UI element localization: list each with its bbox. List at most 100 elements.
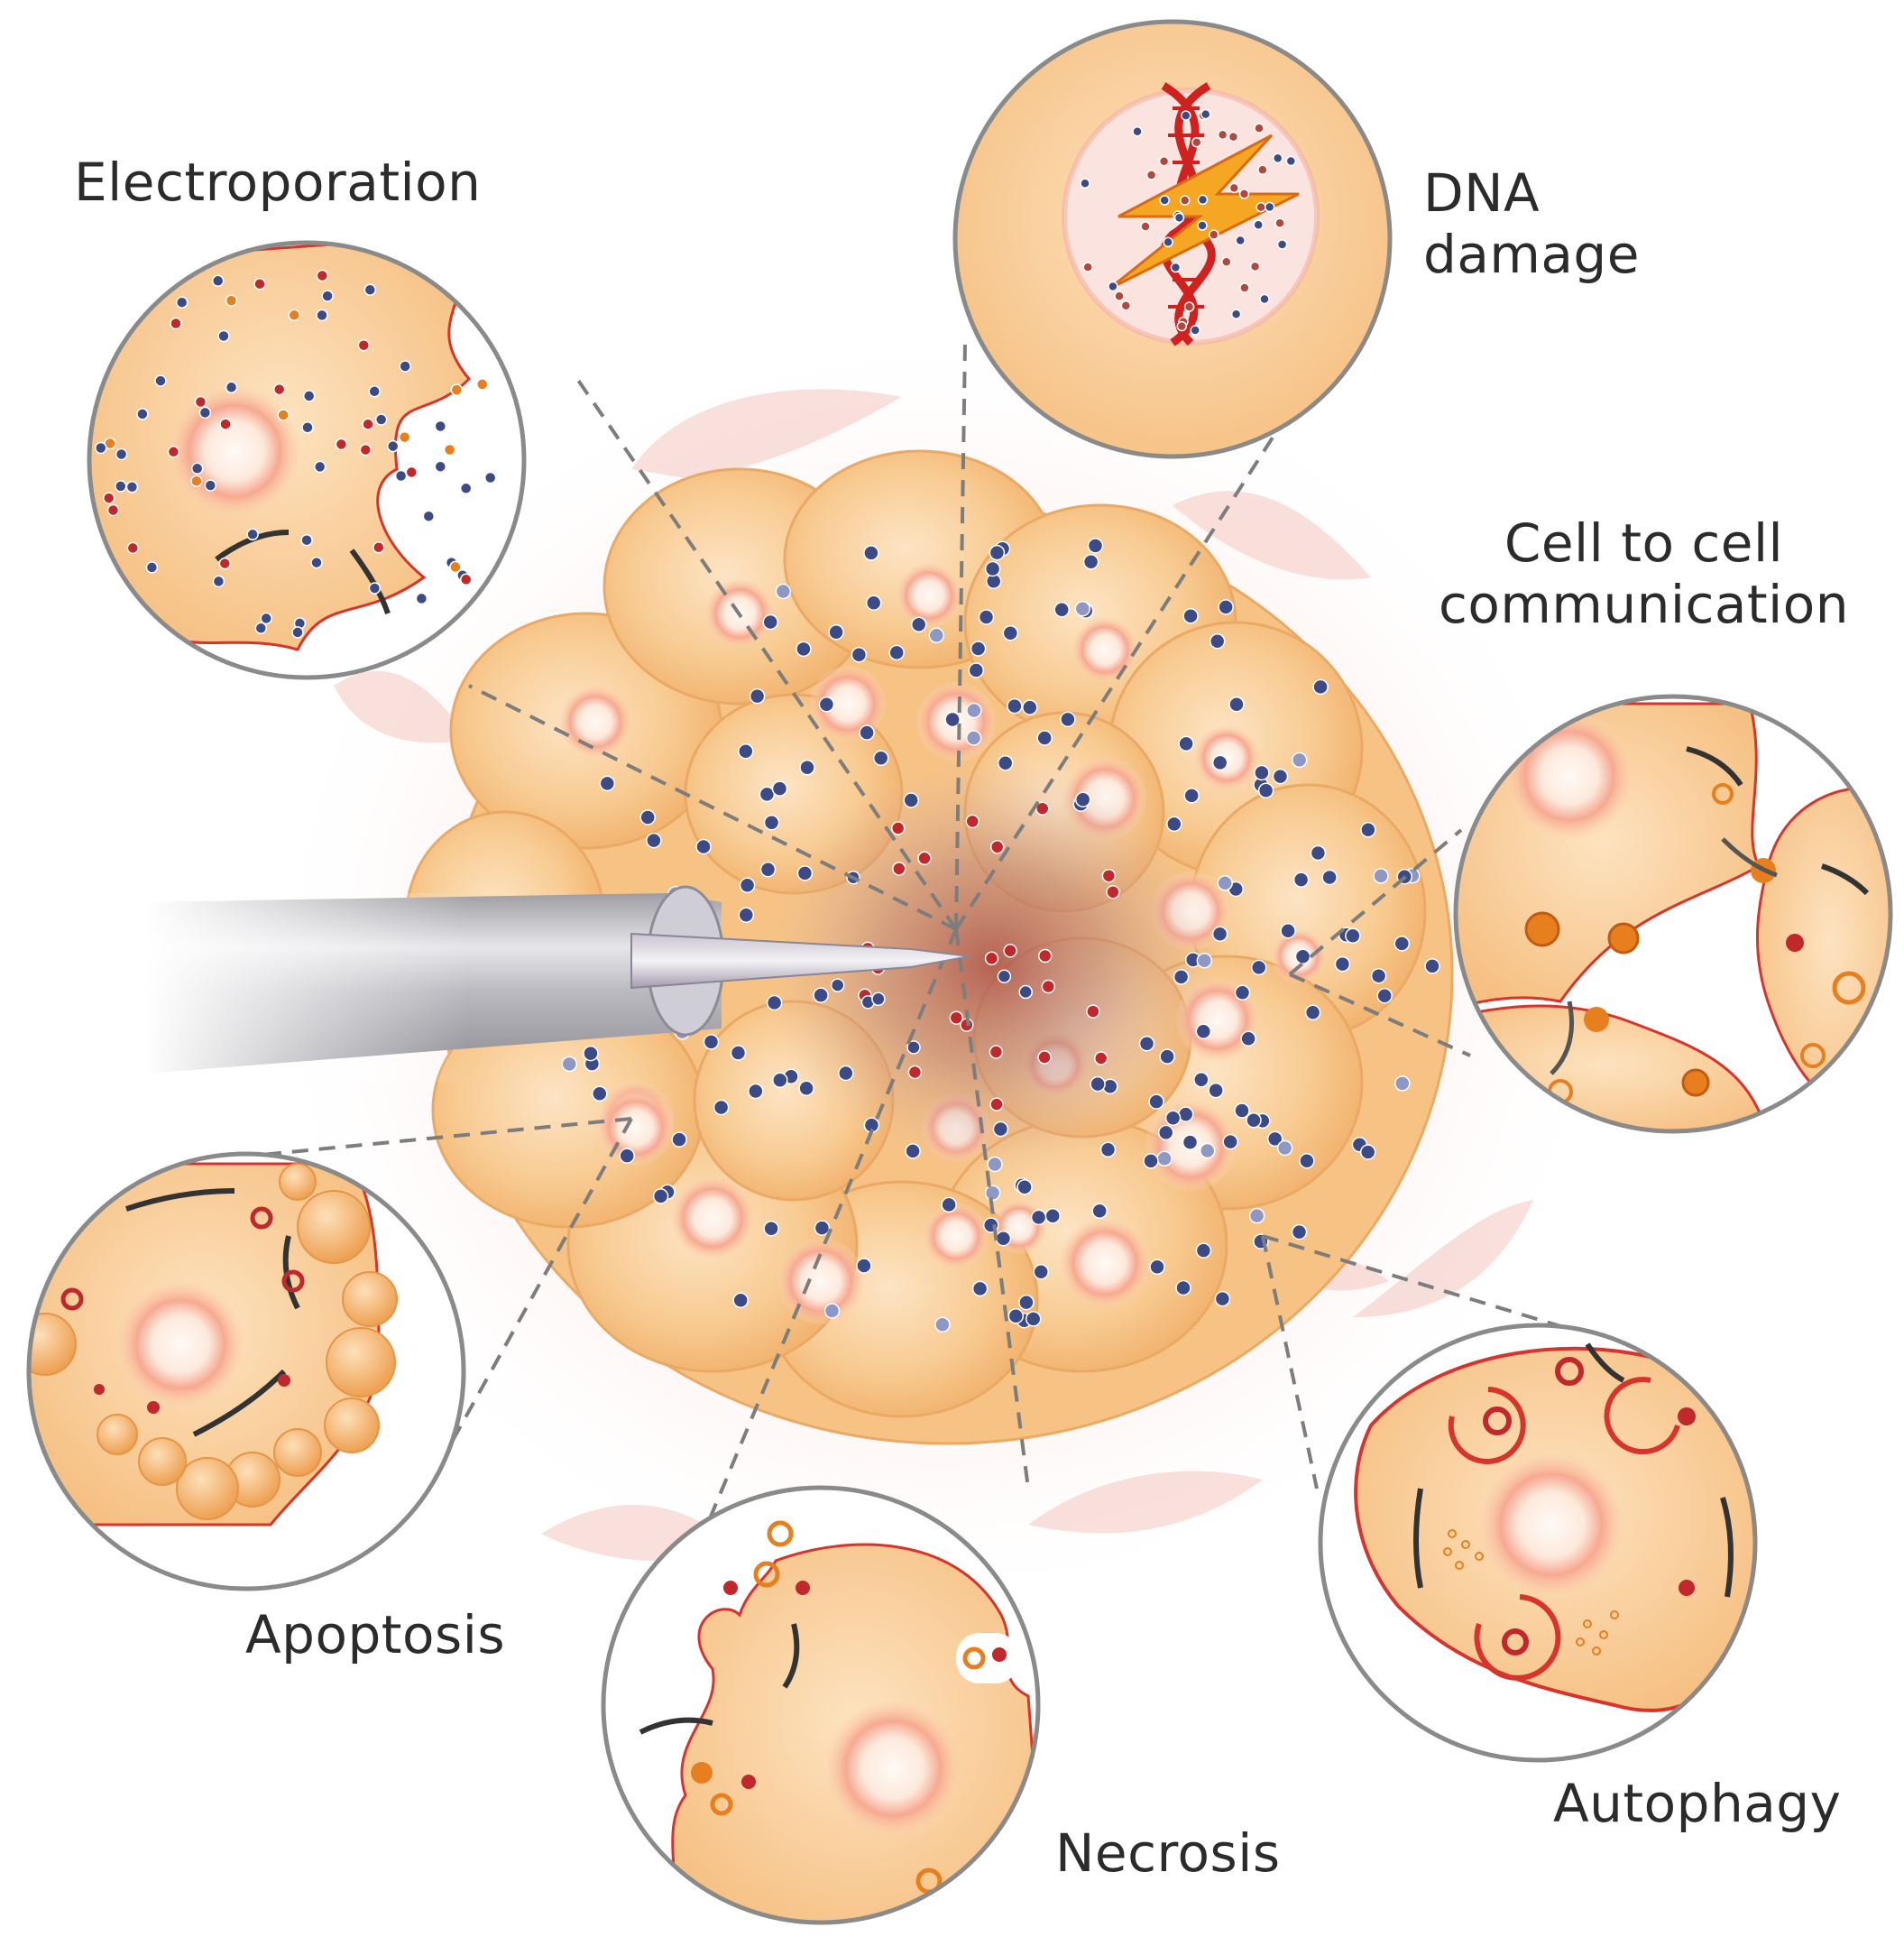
anion-particle [1228, 696, 1245, 713]
ion-particle [374, 413, 388, 426]
anion-particle [1007, 697, 1023, 715]
anion-particle [851, 647, 868, 663]
ion-particle [368, 582, 382, 595]
anion-particle [934, 1316, 951, 1333]
ion-particle [449, 560, 462, 574]
cation-particle [890, 821, 906, 835]
ion-particle [125, 481, 139, 493]
anion-particle [771, 780, 788, 797]
ion-particle [1228, 182, 1240, 194]
cation-particle [907, 1065, 923, 1080]
label-apoptosis: Apoptosis [245, 1604, 506, 1665]
ion-particle [1082, 262, 1093, 272]
cation-particle [1018, 984, 1033, 1000]
label-dna-damage-line2: damage [1423, 224, 1640, 286]
anion-particle [1082, 554, 1099, 570]
ion-particle [136, 408, 149, 420]
ion-particle [316, 269, 329, 282]
ion-particle [95, 441, 107, 455]
cation-particle [1037, 948, 1053, 964]
anion-particle [1266, 1130, 1283, 1148]
ion-particle [313, 460, 327, 474]
ion-particle [277, 409, 290, 421]
anion-particle [905, 1143, 921, 1159]
anion-particle [1173, 969, 1190, 985]
ion-particle [386, 439, 400, 453]
electroporation-inset [87, 240, 527, 680]
anion-particle [1214, 1290, 1231, 1307]
ion-particle [1173, 212, 1185, 224]
anion-particle [1254, 764, 1270, 781]
anion-particle [619, 1148, 635, 1164]
ion-particle [115, 480, 127, 493]
ion-particle [300, 533, 313, 547]
ion-particle [217, 329, 230, 343]
anion-particle [1345, 927, 1361, 944]
cation-particle [984, 951, 999, 966]
ion-particle [126, 541, 140, 555]
anion-particle [1257, 782, 1274, 799]
anion-particle [910, 616, 927, 633]
ion-particle [363, 283, 377, 296]
anion-particle [872, 750, 889, 767]
cation-particle [1101, 868, 1117, 883]
ion-particle [310, 556, 323, 569]
anion-particle [1036, 730, 1053, 746]
anion-particle [1199, 1142, 1216, 1159]
ion-particle [1217, 129, 1228, 141]
anion-particle [759, 862, 777, 878]
anion-particle [749, 687, 766, 705]
ion-particle [225, 381, 238, 394]
ion-particle [194, 395, 207, 409]
anion-particle [1373, 868, 1389, 884]
anion-particle [799, 760, 815, 776]
anion-particle [1234, 1102, 1250, 1119]
ion-particle [405, 466, 419, 479]
ion-particle [1257, 164, 1268, 175]
ion-particle [1256, 201, 1266, 213]
anion-particle [1044, 1208, 1061, 1224]
ion-particle [154, 374, 167, 387]
anion-particle [1091, 1203, 1108, 1220]
anion-particle [978, 609, 995, 625]
anion-particle [1394, 936, 1411, 952]
ion-particle [1080, 178, 1090, 189]
cation-particle [997, 969, 1012, 983]
ion-particle [422, 510, 436, 522]
anion-particle [1090, 1075, 1106, 1093]
ion-particle [1239, 282, 1250, 293]
anion-particle [775, 583, 792, 600]
anion-particle [818, 696, 835, 713]
ion-particle [1176, 320, 1188, 332]
anion-particle [1195, 1023, 1212, 1039]
anion-particle [1087, 538, 1104, 554]
ion-particle [1249, 261, 1261, 272]
anion-particle [1209, 632, 1226, 650]
ion-particle [1228, 131, 1239, 143]
anion-particle [739, 877, 756, 894]
anion-particle [1196, 953, 1213, 969]
ion-particle [219, 418, 232, 430]
anion-particle [971, 1280, 989, 1297]
ion-particle [373, 540, 385, 554]
anion-particle [671, 1131, 687, 1148]
anion-particle [965, 730, 982, 746]
anion-particle [738, 907, 755, 924]
ion-particle [1221, 256, 1232, 267]
cation-particle [906, 1040, 921, 1055]
anion-particle [941, 1196, 957, 1213]
anion-particle [970, 641, 987, 657]
ion-particle [288, 309, 300, 322]
anion-particle [814, 1220, 831, 1236]
anion-particle [1193, 1072, 1210, 1088]
anion-particle [1312, 678, 1329, 696]
ion-particle [1108, 281, 1118, 292]
ion-particle [1276, 239, 1288, 250]
anion-particle [1208, 1082, 1224, 1099]
anion-particle [859, 724, 875, 741]
ion-particle [211, 274, 225, 288]
label-dna-damage-line1: DNA [1423, 162, 1541, 224]
anion-particle [1310, 844, 1327, 862]
ion-particle [1209, 229, 1219, 240]
